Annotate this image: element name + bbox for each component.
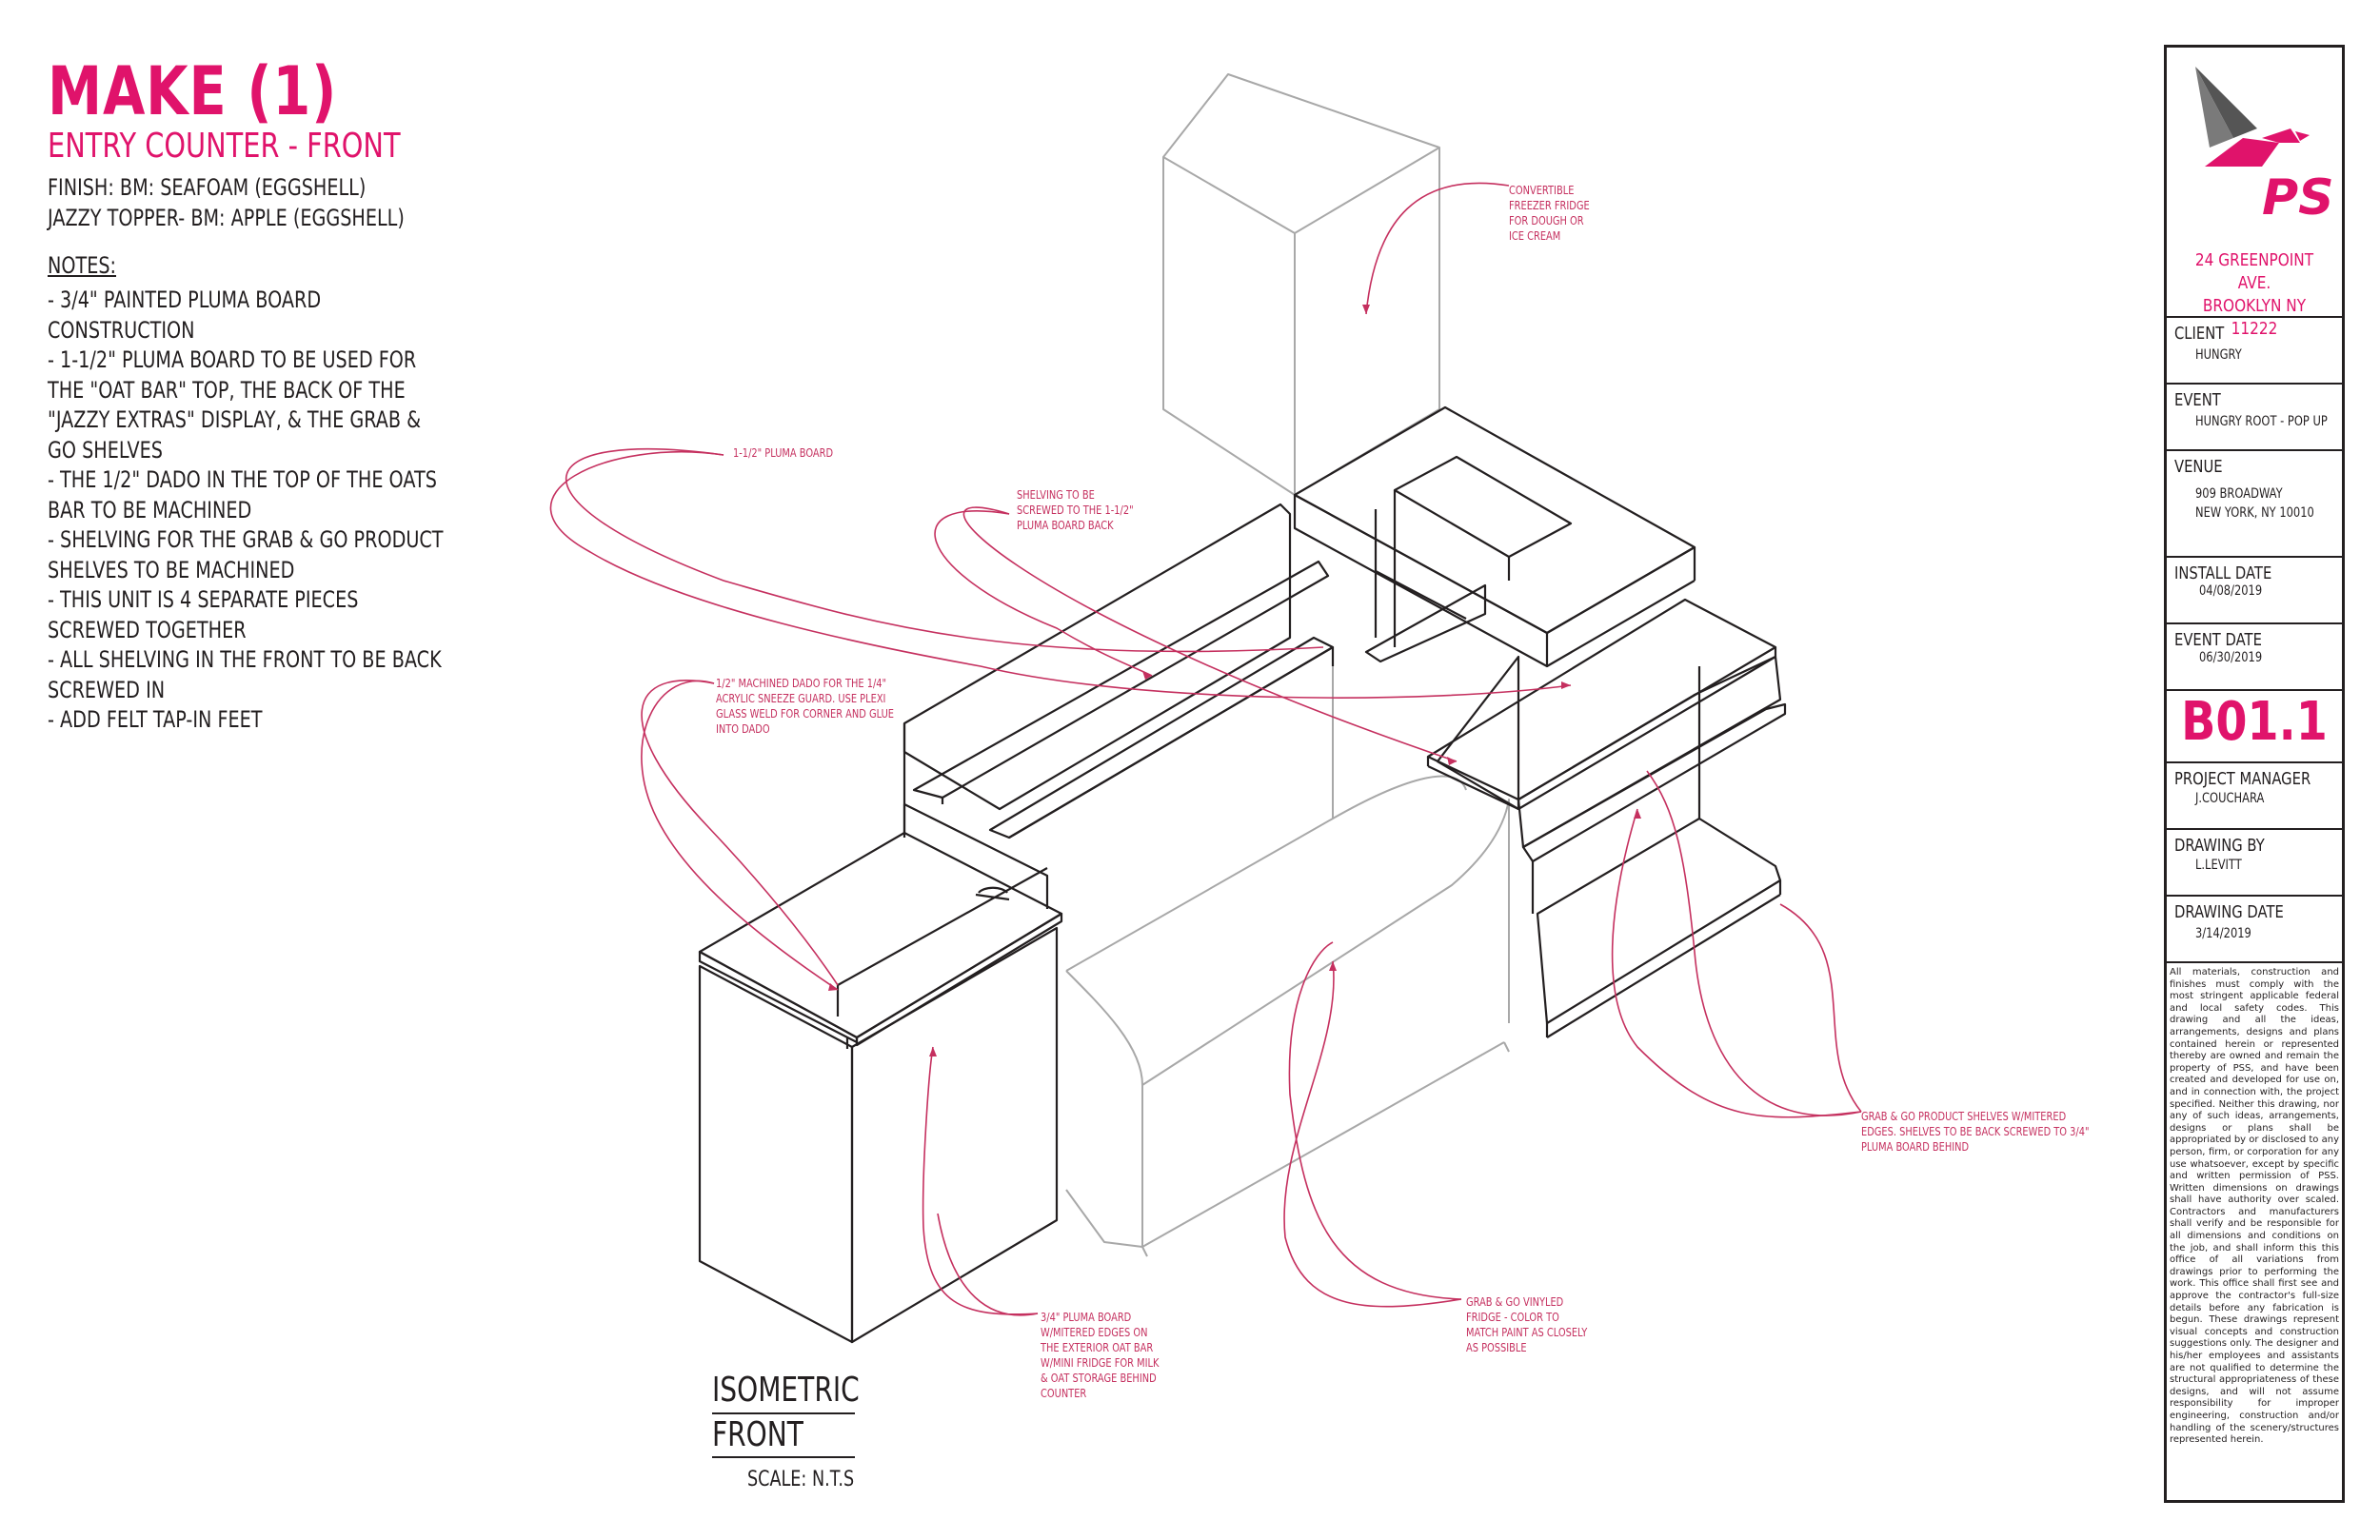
note-item: - ADD FELT TAP-IN FEET bbox=[48, 706, 263, 733]
note-item: - ALL SHELVING IN THE FRONT TO BE BACK S… bbox=[48, 646, 442, 703]
drawing-code-row: B01.1 bbox=[2167, 689, 2342, 763]
view-label-underline bbox=[712, 1412, 855, 1414]
notes-list: - 3/4" PAINTED PLUMA BOARD CONSTRUCTION … bbox=[48, 286, 444, 736]
scale-label: SCALE: N.T.S bbox=[747, 1468, 855, 1491]
leader-lines bbox=[549, 182, 1862, 1316]
note-item: - THIS UNIT IS 4 SEPARATE PIECES SCREWED… bbox=[48, 586, 359, 643]
view-label-underline bbox=[712, 1456, 855, 1458]
project-manager-row: PROJECT MANAGER J.COUCHARA bbox=[2167, 761, 2342, 830]
drawing-title: MAKE (1) bbox=[48, 52, 338, 130]
drawing-subtitle: ENTRY COUNTER - FRONT bbox=[48, 127, 401, 166]
legal-disclaimer: All materials, construction and finishes… bbox=[2170, 967, 2339, 1446]
callout-pluma-board: 1-1/2" PLUMA BOARD bbox=[733, 446, 834, 460]
finish-line-2: JAZZY TOPPER- BM: APPLE (EGGSHELL) bbox=[48, 205, 405, 231]
view-label-isometric: ISOMETRIC bbox=[712, 1371, 860, 1410]
event-row: EVENT HUNGRY ROOT - POP UP bbox=[2167, 383, 2342, 451]
note-item: - SHELVING FOR THE GRAB & GO PRODUCT SHE… bbox=[48, 526, 444, 583]
note-item: - 3/4" PAINTED PLUMA BOARD CONSTRUCTION bbox=[48, 286, 322, 344]
grab-go-fridge bbox=[1065, 666, 1510, 1257]
svg-text:PS: PS bbox=[2262, 169, 2334, 227]
note-item: - 1-1/2" PLUMA BOARD TO BE USED FOR THE … bbox=[48, 346, 422, 464]
oat-bar-cabinet bbox=[698, 802, 1063, 1344]
shelving-unit bbox=[1293, 405, 1787, 1038]
center-counter bbox=[902, 503, 1335, 839]
disclaimer-divider bbox=[2167, 961, 2342, 963]
callout-grab-shelves: GRAB & GO PRODUCT SHELVES W/MITERED EDGE… bbox=[1861, 1110, 2090, 1154]
callout-oat-bar: 3/4" PLUMA BOARD W/MITERED EDGES ON THE … bbox=[1041, 1311, 1160, 1400]
callout-fridge: CONVERTIBLE FREEZER FRIDGE FOR DOUGH OR … bbox=[1509, 184, 1590, 243]
drawing-code: B01.1 bbox=[2181, 691, 2328, 753]
tall-fridge bbox=[1162, 73, 1440, 496]
studio-address: 24 GREENPOINT AVE. BROOKLYN NY 11222 bbox=[2194, 250, 2314, 339]
finish-line-1: FINISH: BM: SEAFOAM (EGGSHELL) bbox=[48, 174, 367, 201]
client-row: CLIENT HUNGRY bbox=[2167, 316, 2342, 385]
leader-arrows bbox=[828, 305, 1641, 1056]
ps-bird-logo: PS bbox=[2195, 67, 2334, 227]
drawing-date-row: DRAWING DATE 3/14/2019 bbox=[2167, 895, 2342, 963]
note-item: - THE 1/2" DADO IN THE TOP OF THE OATS B… bbox=[48, 466, 437, 523]
view-label-front: FRONT bbox=[712, 1415, 803, 1454]
notes-title: NOTES: bbox=[48, 252, 116, 279]
install-date-row: INSTALL DATE 04/08/2019 bbox=[2167, 556, 2342, 624]
drawing-by-row: DRAWING BY L.LEVITT bbox=[2167, 828, 2342, 897]
event-date-row: EVENT DATE 06/30/2019 bbox=[2167, 622, 2342, 691]
callout-grab-fridge: GRAB & GO VINYLED FRIDGE - COLOR TO MATC… bbox=[1466, 1295, 1588, 1354]
callout-shelving: SHELVING TO BE SCREWED TO THE 1-1/2" PLU… bbox=[1017, 488, 1134, 532]
callout-dado: 1/2" MACHINED DADO FOR THE 1/4" ACRYLIC … bbox=[716, 677, 895, 736]
venue-row: VENUE 909 BROADWAY NEW YORK, NY 10010 bbox=[2167, 449, 2342, 558]
title-block: PS 24 GREENPOINT AVE. BROOKLYN NY 11222 … bbox=[2164, 45, 2345, 1503]
